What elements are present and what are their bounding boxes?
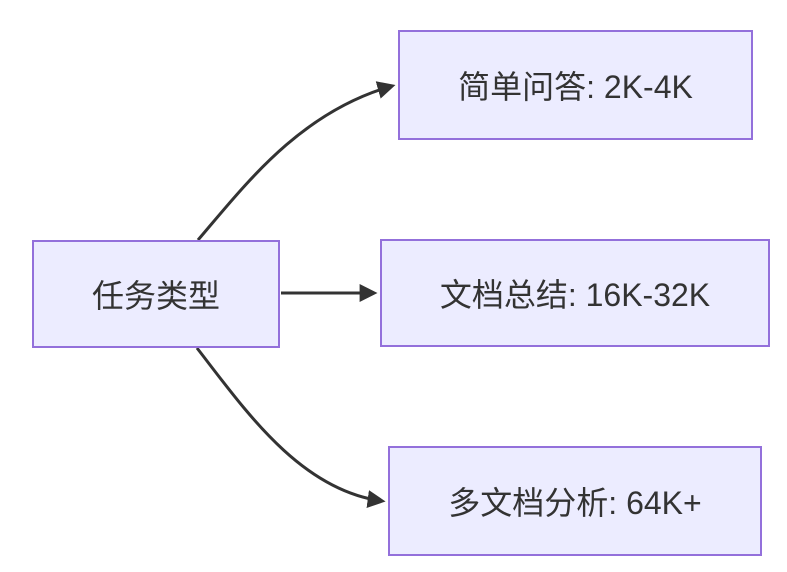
edge-root-to-simple-qa [196, 81, 396, 241]
node-multidoc-analysis: 多文档分析: 64K+ [388, 446, 762, 556]
edge-root-to-multidoc-analysis [195, 347, 386, 508]
node-simple-qa: 简单问答: 2K-4K [398, 30, 753, 140]
node-simple-qa-label: 简单问答: 2K-4K [458, 69, 693, 105]
node-doc-summary-label: 文档总结: 16K-32K [439, 277, 711, 313]
node-task-type-label: 任务类型 [91, 278, 220, 314]
node-task-type: 任务类型 [32, 240, 280, 348]
node-doc-summary: 文档总结: 16K-32K [380, 239, 770, 347]
node-multidoc-analysis-label: 多文档分析: 64K+ [448, 485, 702, 521]
